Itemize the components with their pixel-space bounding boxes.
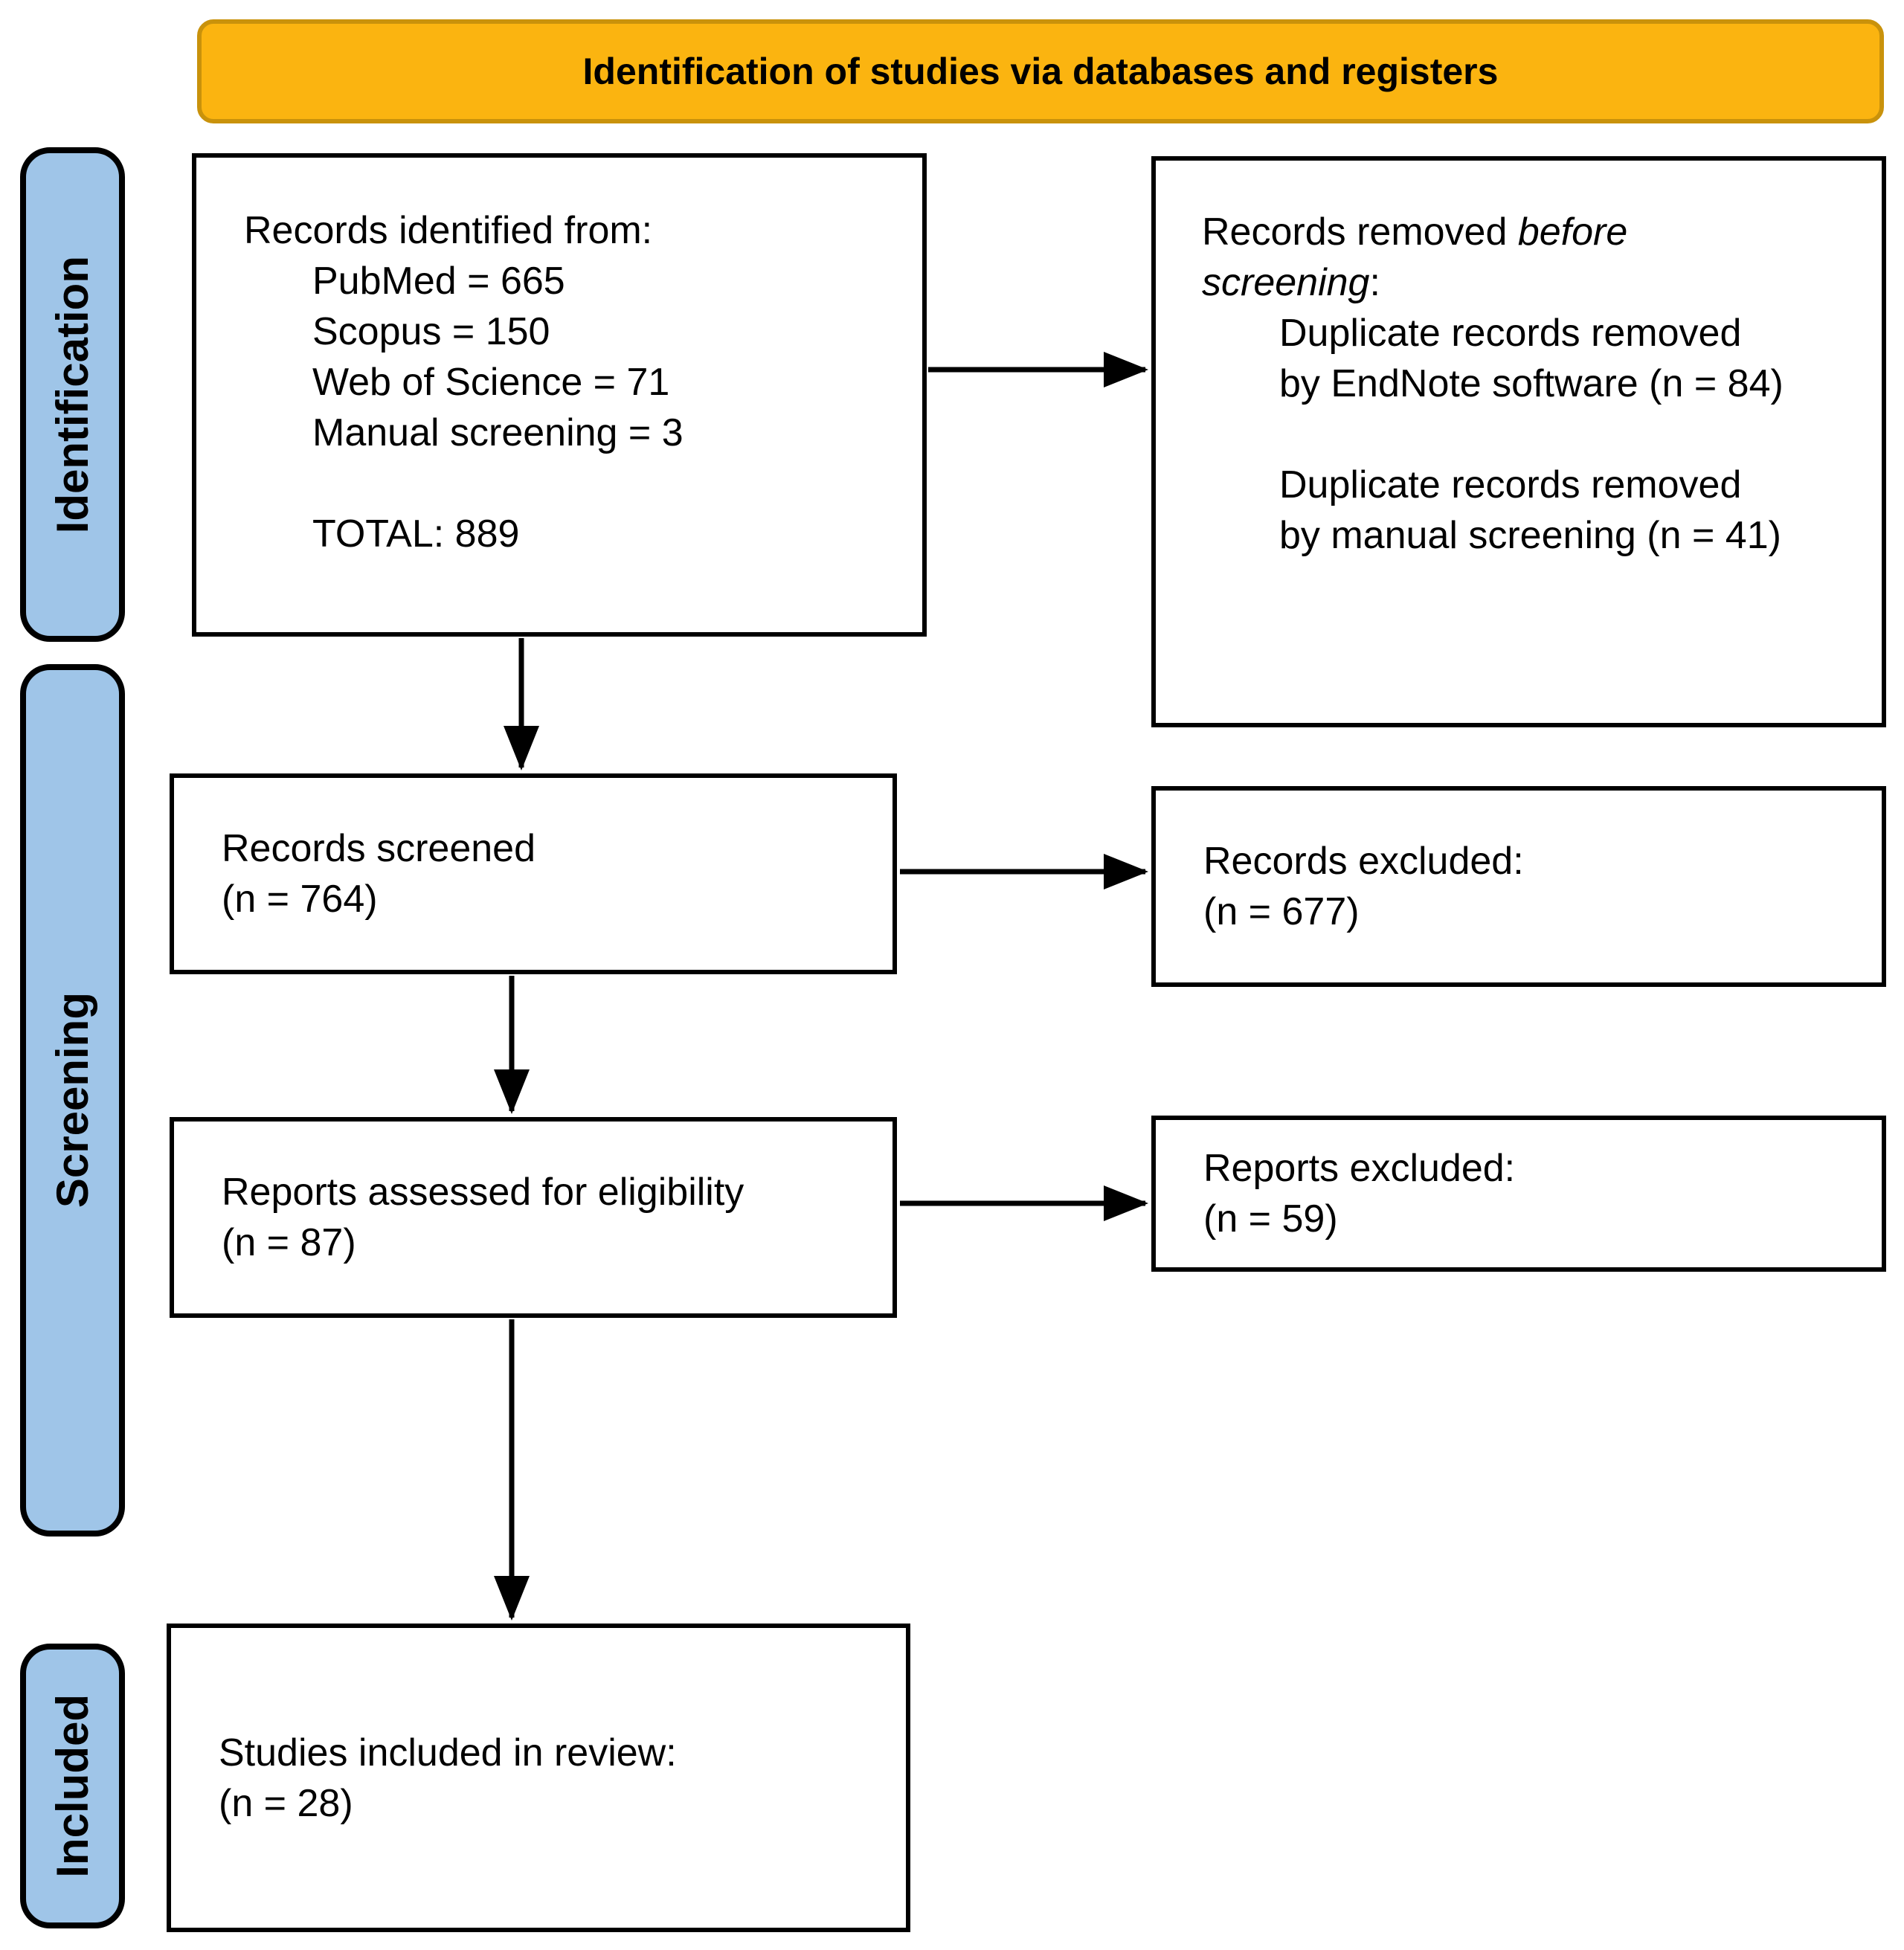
source-item-web-of-science: Web of Science = 71 — [312, 361, 670, 404]
stage-label-included: Included — [20, 1644, 125, 1928]
records-screened-label: Records screened — [222, 827, 536, 870]
reports-excluded-count: (n = 59) — [1203, 1197, 1338, 1241]
stage-label-screening: Screening — [20, 664, 125, 1536]
header-banner: Identification of studies via databases … — [197, 19, 1884, 123]
box-records-removed: Records removed before screening: Duplic… — [1151, 156, 1886, 727]
studies-included-count: (n = 28) — [219, 1781, 353, 1825]
removal-reason-manual: Duplicate records removed by manual scre… — [1279, 463, 1781, 557]
records-removed-heading-prefix: Records removed — [1202, 210, 1518, 254]
box-reports-assessed: Reports assessed for eligibility (n = 87… — [170, 1117, 897, 1318]
stage-label-identification: Identification — [20, 147, 125, 642]
records-removed-heading: Records removed before screening: — [1202, 207, 1767, 308]
box-records-excluded: Records excluded: (n = 677) — [1151, 786, 1886, 987]
box-studies-included: Studies included in review: (n = 28) — [167, 1624, 910, 1932]
source-item-pubmed: PubMed = 665 — [312, 260, 565, 303]
studies-included-label: Studies included in review: — [219, 1731, 677, 1774]
records-excluded-count: (n = 677) — [1203, 890, 1360, 933]
reports-excluded-label: Reports excluded: — [1203, 1147, 1516, 1190]
removal-reason-endnote: Duplicate records removed by EndNote sof… — [1279, 312, 1784, 405]
stage-label-included-text: Included — [48, 1694, 97, 1878]
box-reports-excluded: Reports excluded: (n = 59) — [1151, 1116, 1886, 1272]
reports-assessed-count: (n = 87) — [222, 1221, 356, 1264]
records-excluded-label: Records excluded: — [1203, 840, 1524, 883]
records-identified-heading: Records identified from: — [244, 209, 653, 252]
stage-label-screening-text: Screening — [48, 992, 97, 1209]
header-title: Identification of studies via databases … — [582, 51, 1499, 92]
reports-assessed-label: Reports assessed for eligibility — [222, 1171, 744, 1214]
box-records-screened: Records screened (n = 764) — [170, 773, 897, 974]
box-records-identified: Records identified from: PubMed = 665 Sc… — [192, 153, 927, 637]
stage-label-identification-text: Identification — [48, 255, 97, 534]
records-removed-heading-italic: before screening — [1202, 210, 1628, 304]
source-item-manual-screening: Manual screening = 3 — [312, 411, 684, 454]
records-removed-heading-suffix: : — [1369, 261, 1380, 304]
records-screened-count: (n = 764) — [222, 878, 378, 921]
source-item-scopus: Scopus = 150 — [312, 310, 550, 353]
records-identified-total: TOTAL: 889 — [312, 512, 520, 556]
